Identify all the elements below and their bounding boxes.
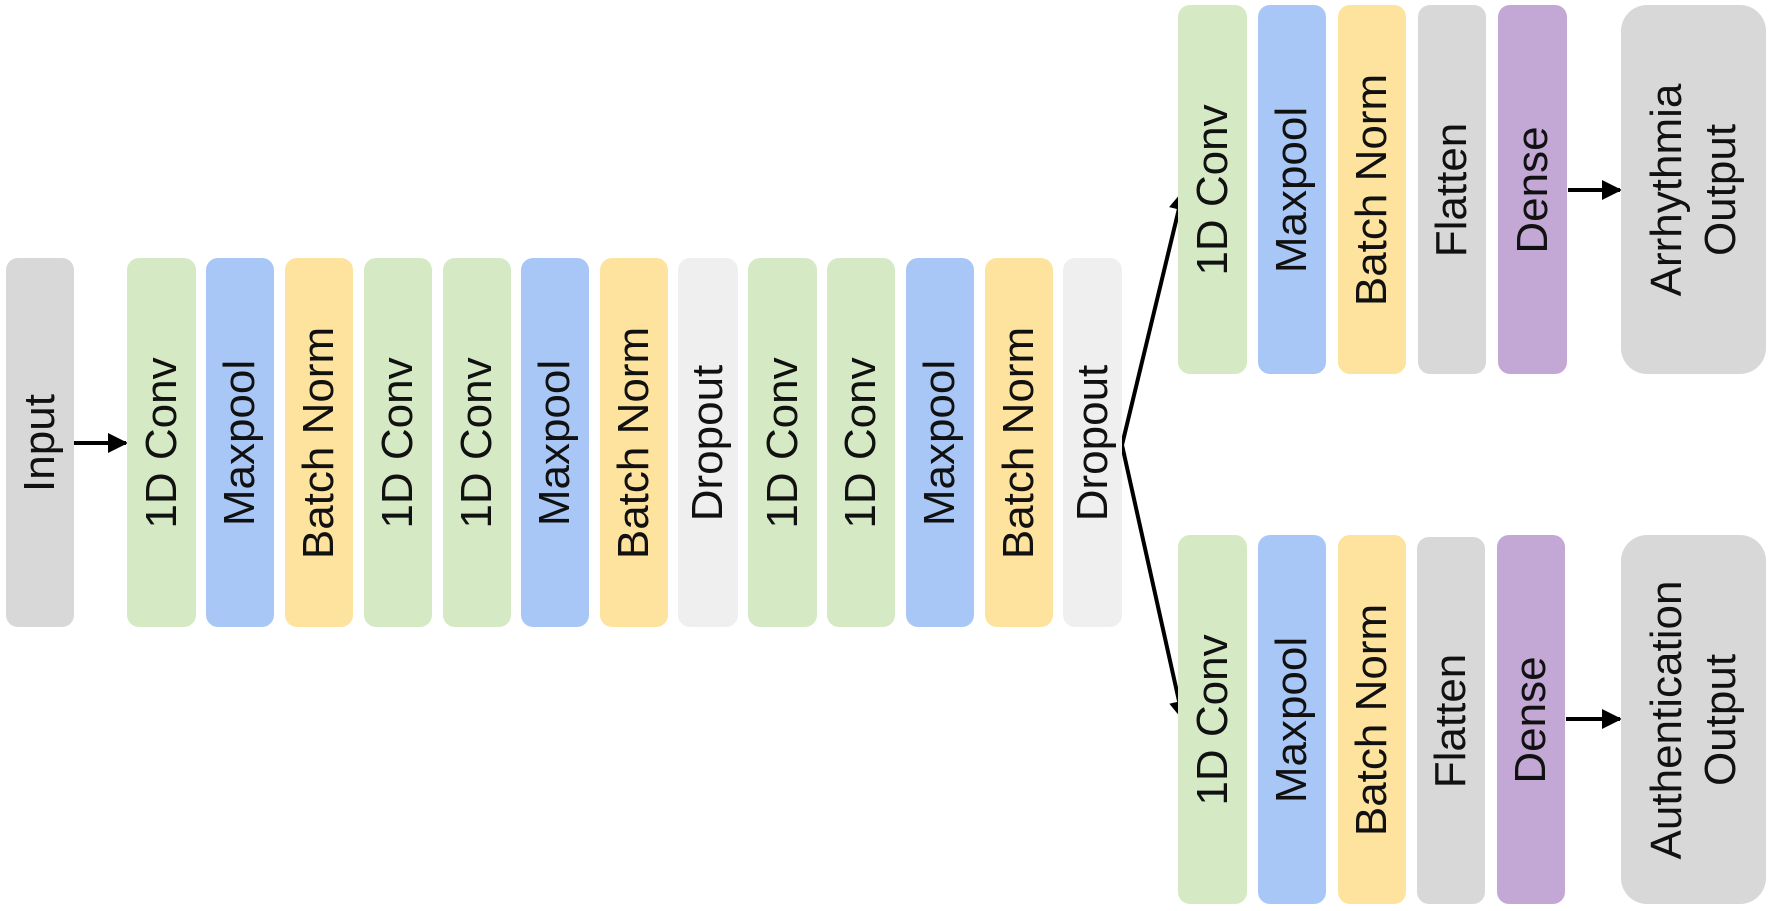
output-label-line2: Output <box>1695 123 1745 256</box>
arrhythmia-maxpool-block: Maxpool <box>1258 5 1326 374</box>
conv1d-block: 1D Conv <box>127 258 196 627</box>
layer-label: Flatten <box>1426 653 1475 788</box>
input-label: Input <box>15 393 64 492</box>
layer-label: 1D Conv <box>136 356 186 529</box>
output-label-line2: Output <box>1695 653 1745 786</box>
layer-label: Batch Norm <box>294 326 343 559</box>
arrhythmia-batch-norm-block: Batch Norm <box>1338 5 1406 374</box>
conv1d-block: 1D Conv <box>748 258 817 627</box>
authentication-output-block: Authentication Output <box>1621 535 1766 904</box>
layer-label: 1D Conv <box>836 356 885 529</box>
layer-label: Maxpool <box>915 359 964 526</box>
layer-label: Dropout <box>1067 364 1117 521</box>
arrhythmia-dense-block: Dense <box>1498 5 1567 374</box>
authentication-flatten-block: Flatten <box>1417 537 1485 904</box>
batch-norm-block: Batch Norm <box>600 258 668 627</box>
layer-label: Maxpool <box>1267 106 1316 273</box>
layer-label: 1D Conv <box>452 356 501 529</box>
maxpool-block: Maxpool <box>906 258 974 627</box>
layer-label: Maxpool <box>1267 636 1316 803</box>
layer-label: 1D Conv <box>1187 633 1237 806</box>
authentication-dense-block: Dense <box>1497 535 1565 904</box>
maxpool-block: Maxpool <box>206 258 274 627</box>
authentication-conv1d-block: 1D Conv <box>1178 535 1247 904</box>
layer-label: Batch Norm <box>1347 603 1396 836</box>
layer-label: Batch Norm <box>609 326 658 559</box>
layer-label: Dropout <box>683 364 732 521</box>
arrow-to-authentication-branch <box>1120 444 1189 721</box>
arrhythmia-flatten-block: Flatten <box>1418 5 1486 374</box>
output-label: Authentication Output <box>1640 580 1748 859</box>
authentication-batch-norm-block: Batch Norm <box>1338 535 1406 904</box>
layer-label: Dense <box>1506 655 1555 784</box>
conv1d-block: 1D Conv <box>364 258 432 627</box>
arrhythmia-conv1d-block: 1D Conv <box>1178 5 1247 374</box>
layer-label: 1D Conv <box>373 356 422 529</box>
layer-label: Maxpool <box>530 359 579 526</box>
dropout-block: Dropout <box>678 258 738 627</box>
layer-label: Batch Norm <box>1347 73 1396 306</box>
maxpool-block: Maxpool <box>521 258 589 627</box>
authentication-maxpool-block: Maxpool <box>1258 535 1326 904</box>
layer-label: Flatten <box>1427 122 1476 257</box>
input-block: Input <box>6 258 74 627</box>
arrhythmia-output-block: Arrhythmia Output <box>1621 5 1766 374</box>
arrow-to-arrhythmia-branch <box>1120 190 1189 446</box>
output-label-line1: Arrhythmia <box>1641 83 1691 296</box>
conv1d-block: 1D Conv <box>827 258 895 627</box>
layer-label: Dense <box>1507 125 1557 254</box>
layer-label: 1D Conv <box>757 356 807 529</box>
batch-norm-block: Batch Norm <box>285 258 353 627</box>
batch-norm-block: Batch Norm <box>985 258 1053 627</box>
dropout-block: Dropout <box>1063 258 1122 627</box>
output-label-line1: Authentication <box>1641 580 1691 859</box>
layer-label: Maxpool <box>215 359 264 526</box>
output-label: Arrhythmia Output <box>1640 83 1748 296</box>
layer-label: Batch Norm <box>994 326 1043 559</box>
layer-label: 1D Conv <box>1187 103 1237 276</box>
conv1d-block: 1D Conv <box>443 258 511 627</box>
